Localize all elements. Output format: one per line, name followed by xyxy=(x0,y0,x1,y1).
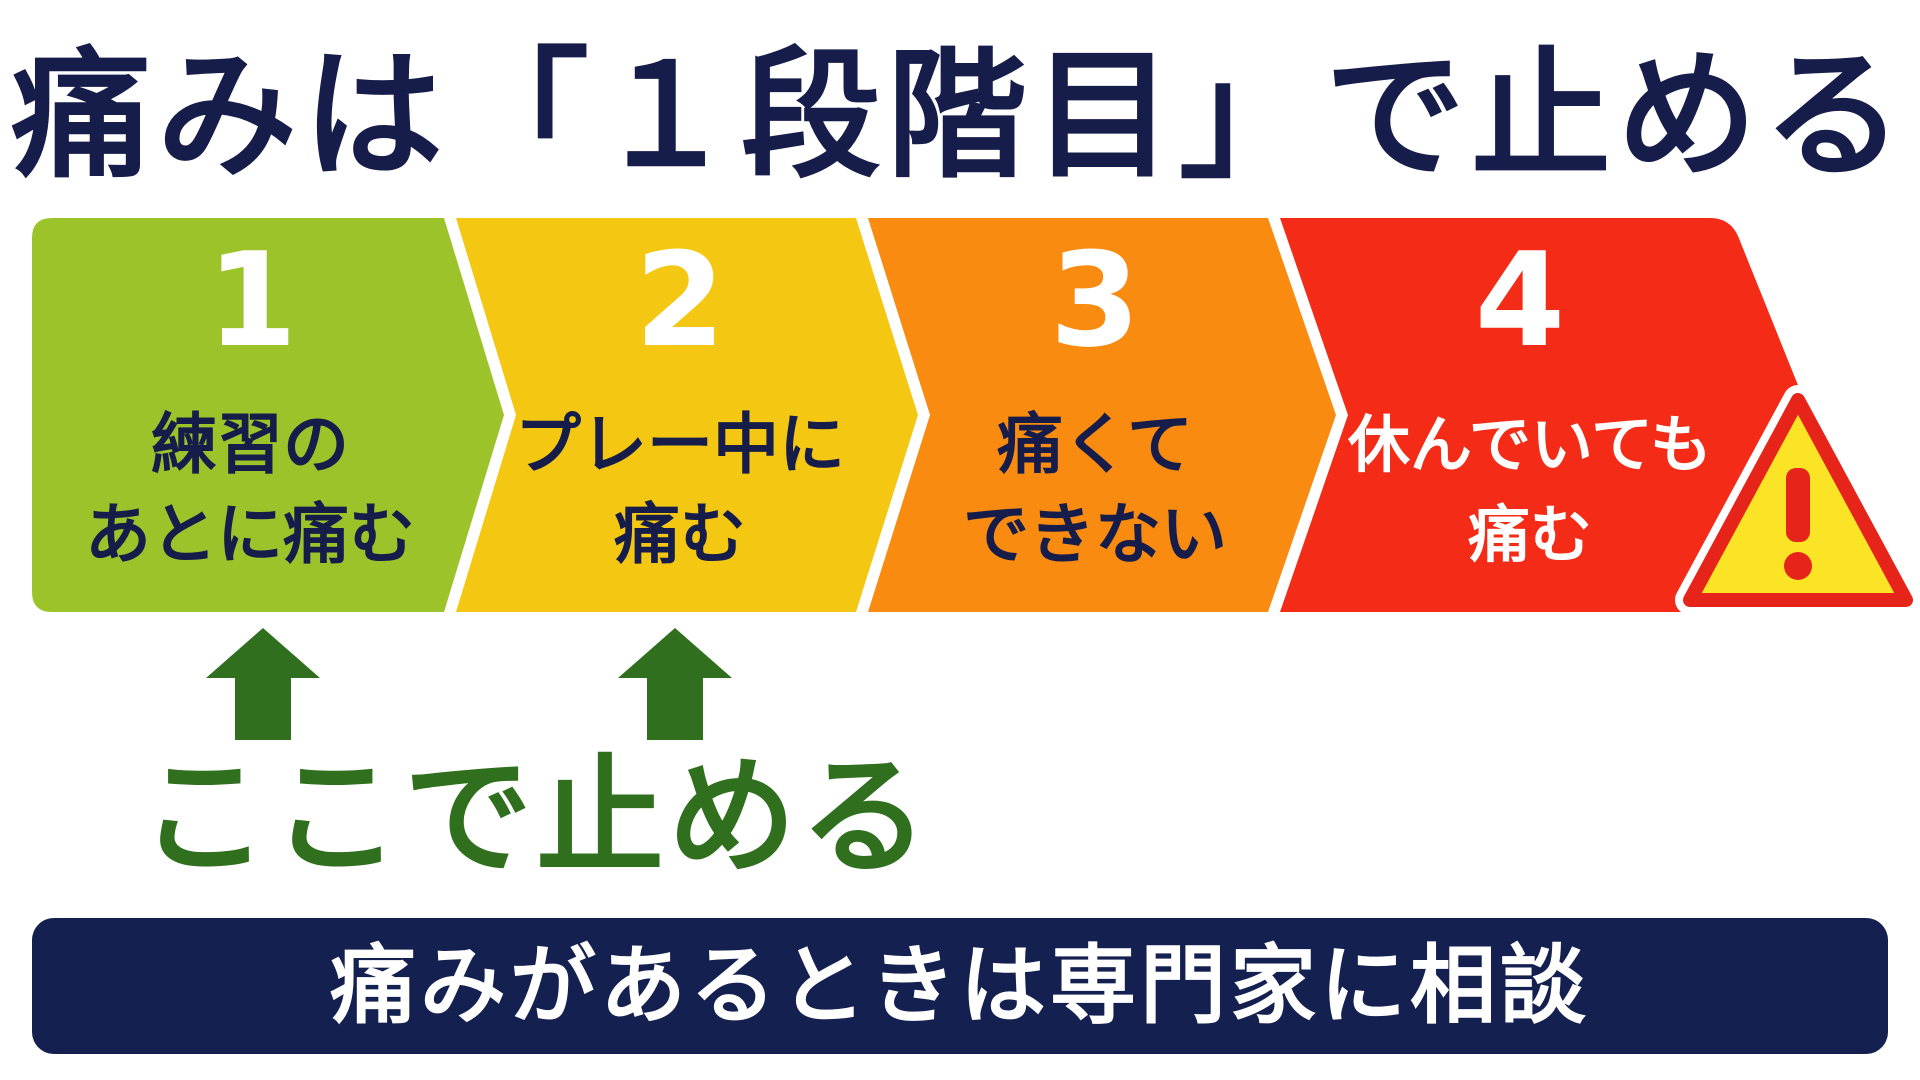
warning-triangle-icon xyxy=(1675,385,1920,615)
step-label-line: あとに痛む xyxy=(85,496,415,573)
step-label-line: 休んでいても xyxy=(1348,408,1712,481)
step-2-chevron xyxy=(456,218,918,612)
step-number: 1 xyxy=(206,224,298,376)
step-4-chevron xyxy=(1280,218,1810,612)
step-2-description: プレー中に 痛む xyxy=(480,400,880,580)
step-label-line: できない xyxy=(963,496,1227,573)
step-1-description: 練習の あとに痛む xyxy=(50,400,450,580)
stop-here-label: ここで止める xyxy=(140,743,933,892)
step-label-line: 痛む xyxy=(614,496,746,573)
step-label-line: プレー中に xyxy=(515,406,845,483)
step-1-chevron xyxy=(32,218,504,612)
step-number: 4 xyxy=(1474,224,1566,376)
step-label-line: 痛む xyxy=(1467,498,1592,571)
step-label-line: 痛くて xyxy=(996,406,1194,483)
advice-banner: 痛みがあるときは専門家に相談 xyxy=(32,918,1888,1054)
page-title: 痛みは「１段階目」で止める xyxy=(10,35,1909,198)
up-arrow-icon xyxy=(618,628,732,740)
step-3-chevron xyxy=(868,218,1336,612)
step-label-line: 練習の xyxy=(151,406,349,483)
step-3-description: 痛くて できない xyxy=(895,400,1295,580)
step-number: 3 xyxy=(1049,224,1141,376)
advice-banner-text: 痛みがあるときは専門家に相談 xyxy=(330,936,1590,1036)
step-number: 2 xyxy=(634,224,726,376)
up-arrow-icon xyxy=(206,628,320,740)
step-4-description: 休んでいても 痛む xyxy=(1330,400,1730,580)
